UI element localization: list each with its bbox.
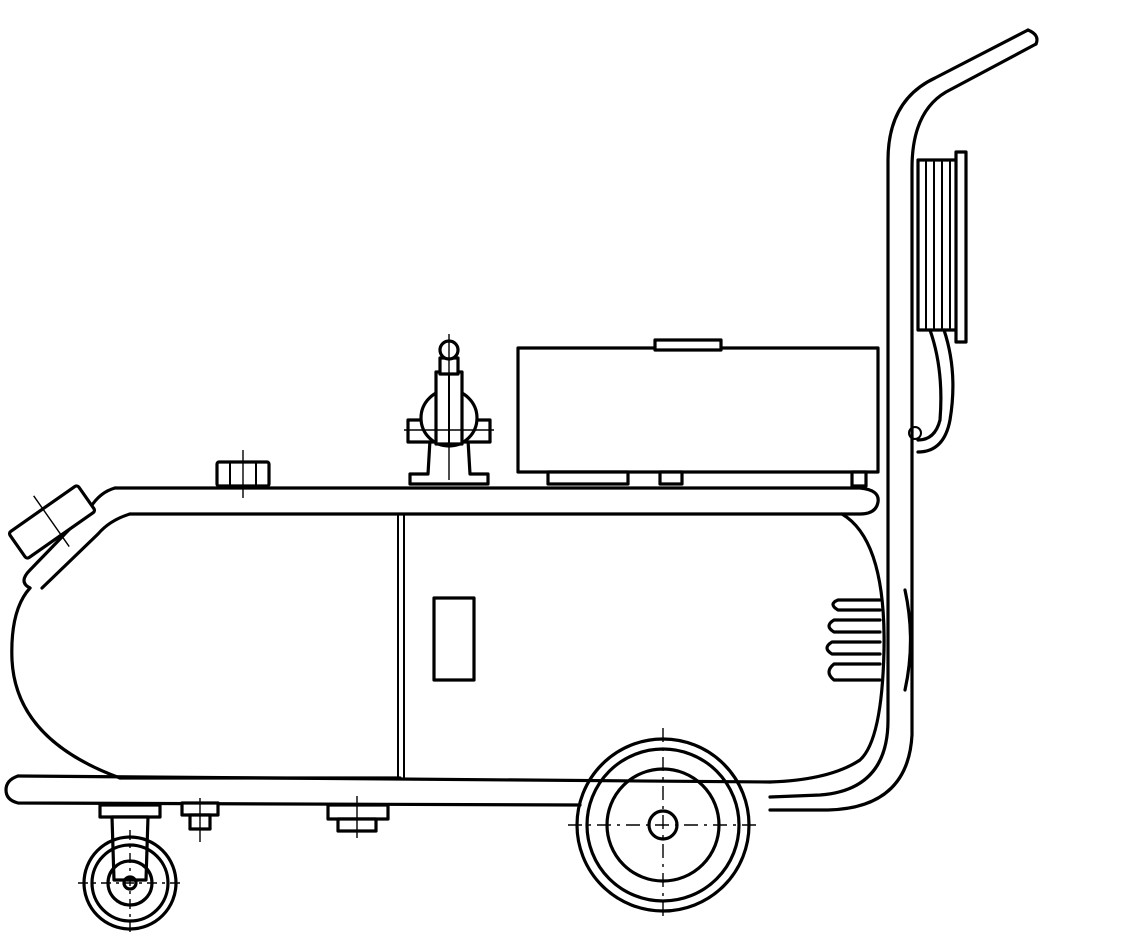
rear-wheel xyxy=(568,728,758,922)
access-panel xyxy=(432,596,476,682)
motor-housing xyxy=(516,338,880,488)
handle-frame xyxy=(768,28,1039,812)
tank xyxy=(4,486,886,807)
hose-reel xyxy=(908,150,968,454)
leveling-feet xyxy=(180,796,390,842)
pressure-gauge xyxy=(7,484,97,560)
pressure-valve xyxy=(404,334,494,486)
front-caster xyxy=(78,803,182,935)
cooling-fins xyxy=(825,588,913,692)
filler-cap xyxy=(215,450,271,498)
